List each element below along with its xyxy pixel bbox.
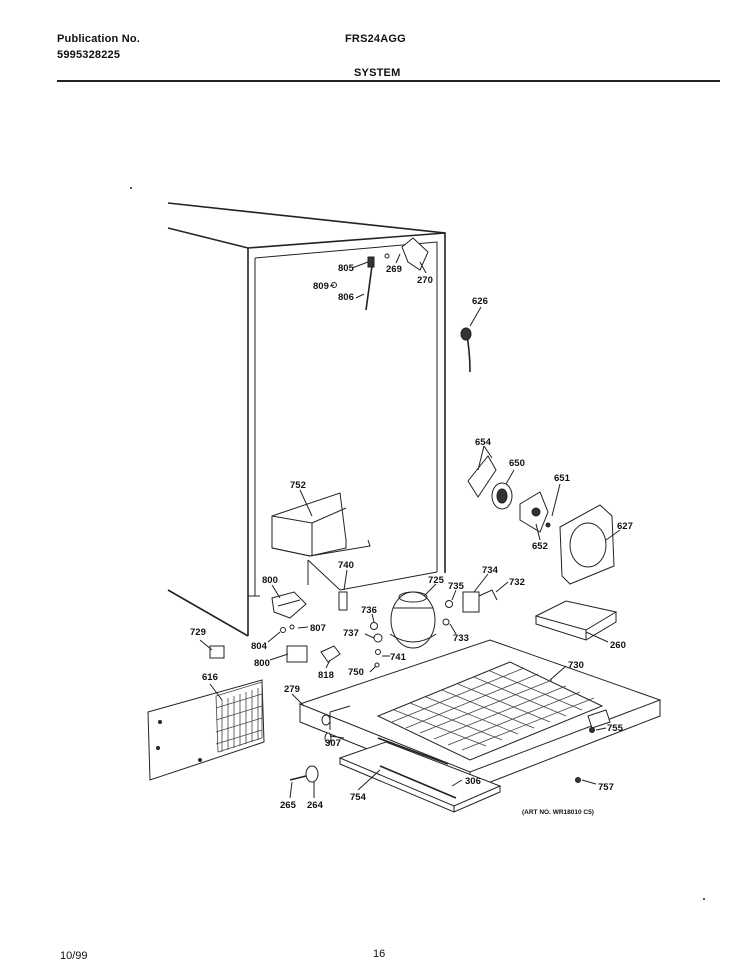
callout-755: 755 [607,723,624,734]
rear-cover [147,679,265,781]
callout-627: 627 [617,521,633,532]
part-729 [209,645,225,659]
condenser-fan-assembly [467,455,615,585]
callout-270: 270 [417,275,433,286]
page-number: 16 [373,948,386,960]
callout-306: 306 [465,776,481,787]
callout-805: 805 [338,263,355,274]
part-626 [460,327,472,373]
compressor [389,591,437,649]
relay-overload [442,589,498,626]
base-tray [338,737,502,813]
compressor-grommets [370,622,383,668]
callout-265: 265 [280,800,297,811]
callout-752: 752 [290,480,306,491]
callout-279: 279 [284,684,300,695]
callout-651: 651 [554,473,571,484]
callout-740: 740 [338,560,354,571]
header-rule [57,80,720,82]
callout-616: 616 [202,672,218,683]
callout-741: 741 [390,652,407,663]
model-number: FRS24AGG [345,33,406,45]
callout-809: 809 [313,281,329,292]
callout-804: 804 [251,641,268,652]
footer-date: 10/99 [60,950,88,962]
publication-label: Publication No. [57,33,141,45]
callout-260: 260 [610,640,626,651]
callout-807: 807 [310,623,326,634]
callout-757: 757 [598,782,614,793]
stray-dot [130,187,132,189]
leader-lines [199,253,621,799]
stray-dot [703,898,705,900]
callout-269: 269 [386,264,402,275]
callout-264: 264 [307,800,324,811]
callout-734: 734 [482,565,499,576]
callout-626: 626 [472,296,488,307]
callout-labels: 805 269 270 809 806 626 654 650 651 652 … [190,263,633,816]
publication-number: 5995328225 [57,49,121,61]
callout-654: 654 [475,437,492,448]
callout-754: 754 [350,792,367,803]
fasteners [289,727,595,783]
callout-307: 307 [325,738,341,749]
callout-732: 732 [509,577,525,588]
machine-compartment-base [298,639,662,791]
callout-652: 652 [532,541,548,552]
callout-730: 730 [568,660,584,671]
callout-729: 729 [190,627,206,638]
callout-800-bottom: 800 [254,658,270,669]
callout-725: 725 [428,575,445,586]
callout-733: 733 [453,633,469,644]
callout-818: 818 [318,670,334,681]
part-740 [338,591,348,611]
callout-736: 736 [361,605,377,616]
callout-800-top: 800 [262,575,278,586]
callout-737: 737 [343,628,359,639]
cabinet [167,202,446,637]
callout-650: 650 [509,458,525,469]
art-number: (ART NO. WR18010 C5) [522,809,594,816]
section-title: SYSTEM [354,67,401,79]
callout-750: 750 [348,667,364,678]
defrost-control-parts [271,591,341,663]
drain-pan [534,600,618,641]
callout-735: 735 [448,581,465,592]
callout-806: 806 [338,292,354,303]
